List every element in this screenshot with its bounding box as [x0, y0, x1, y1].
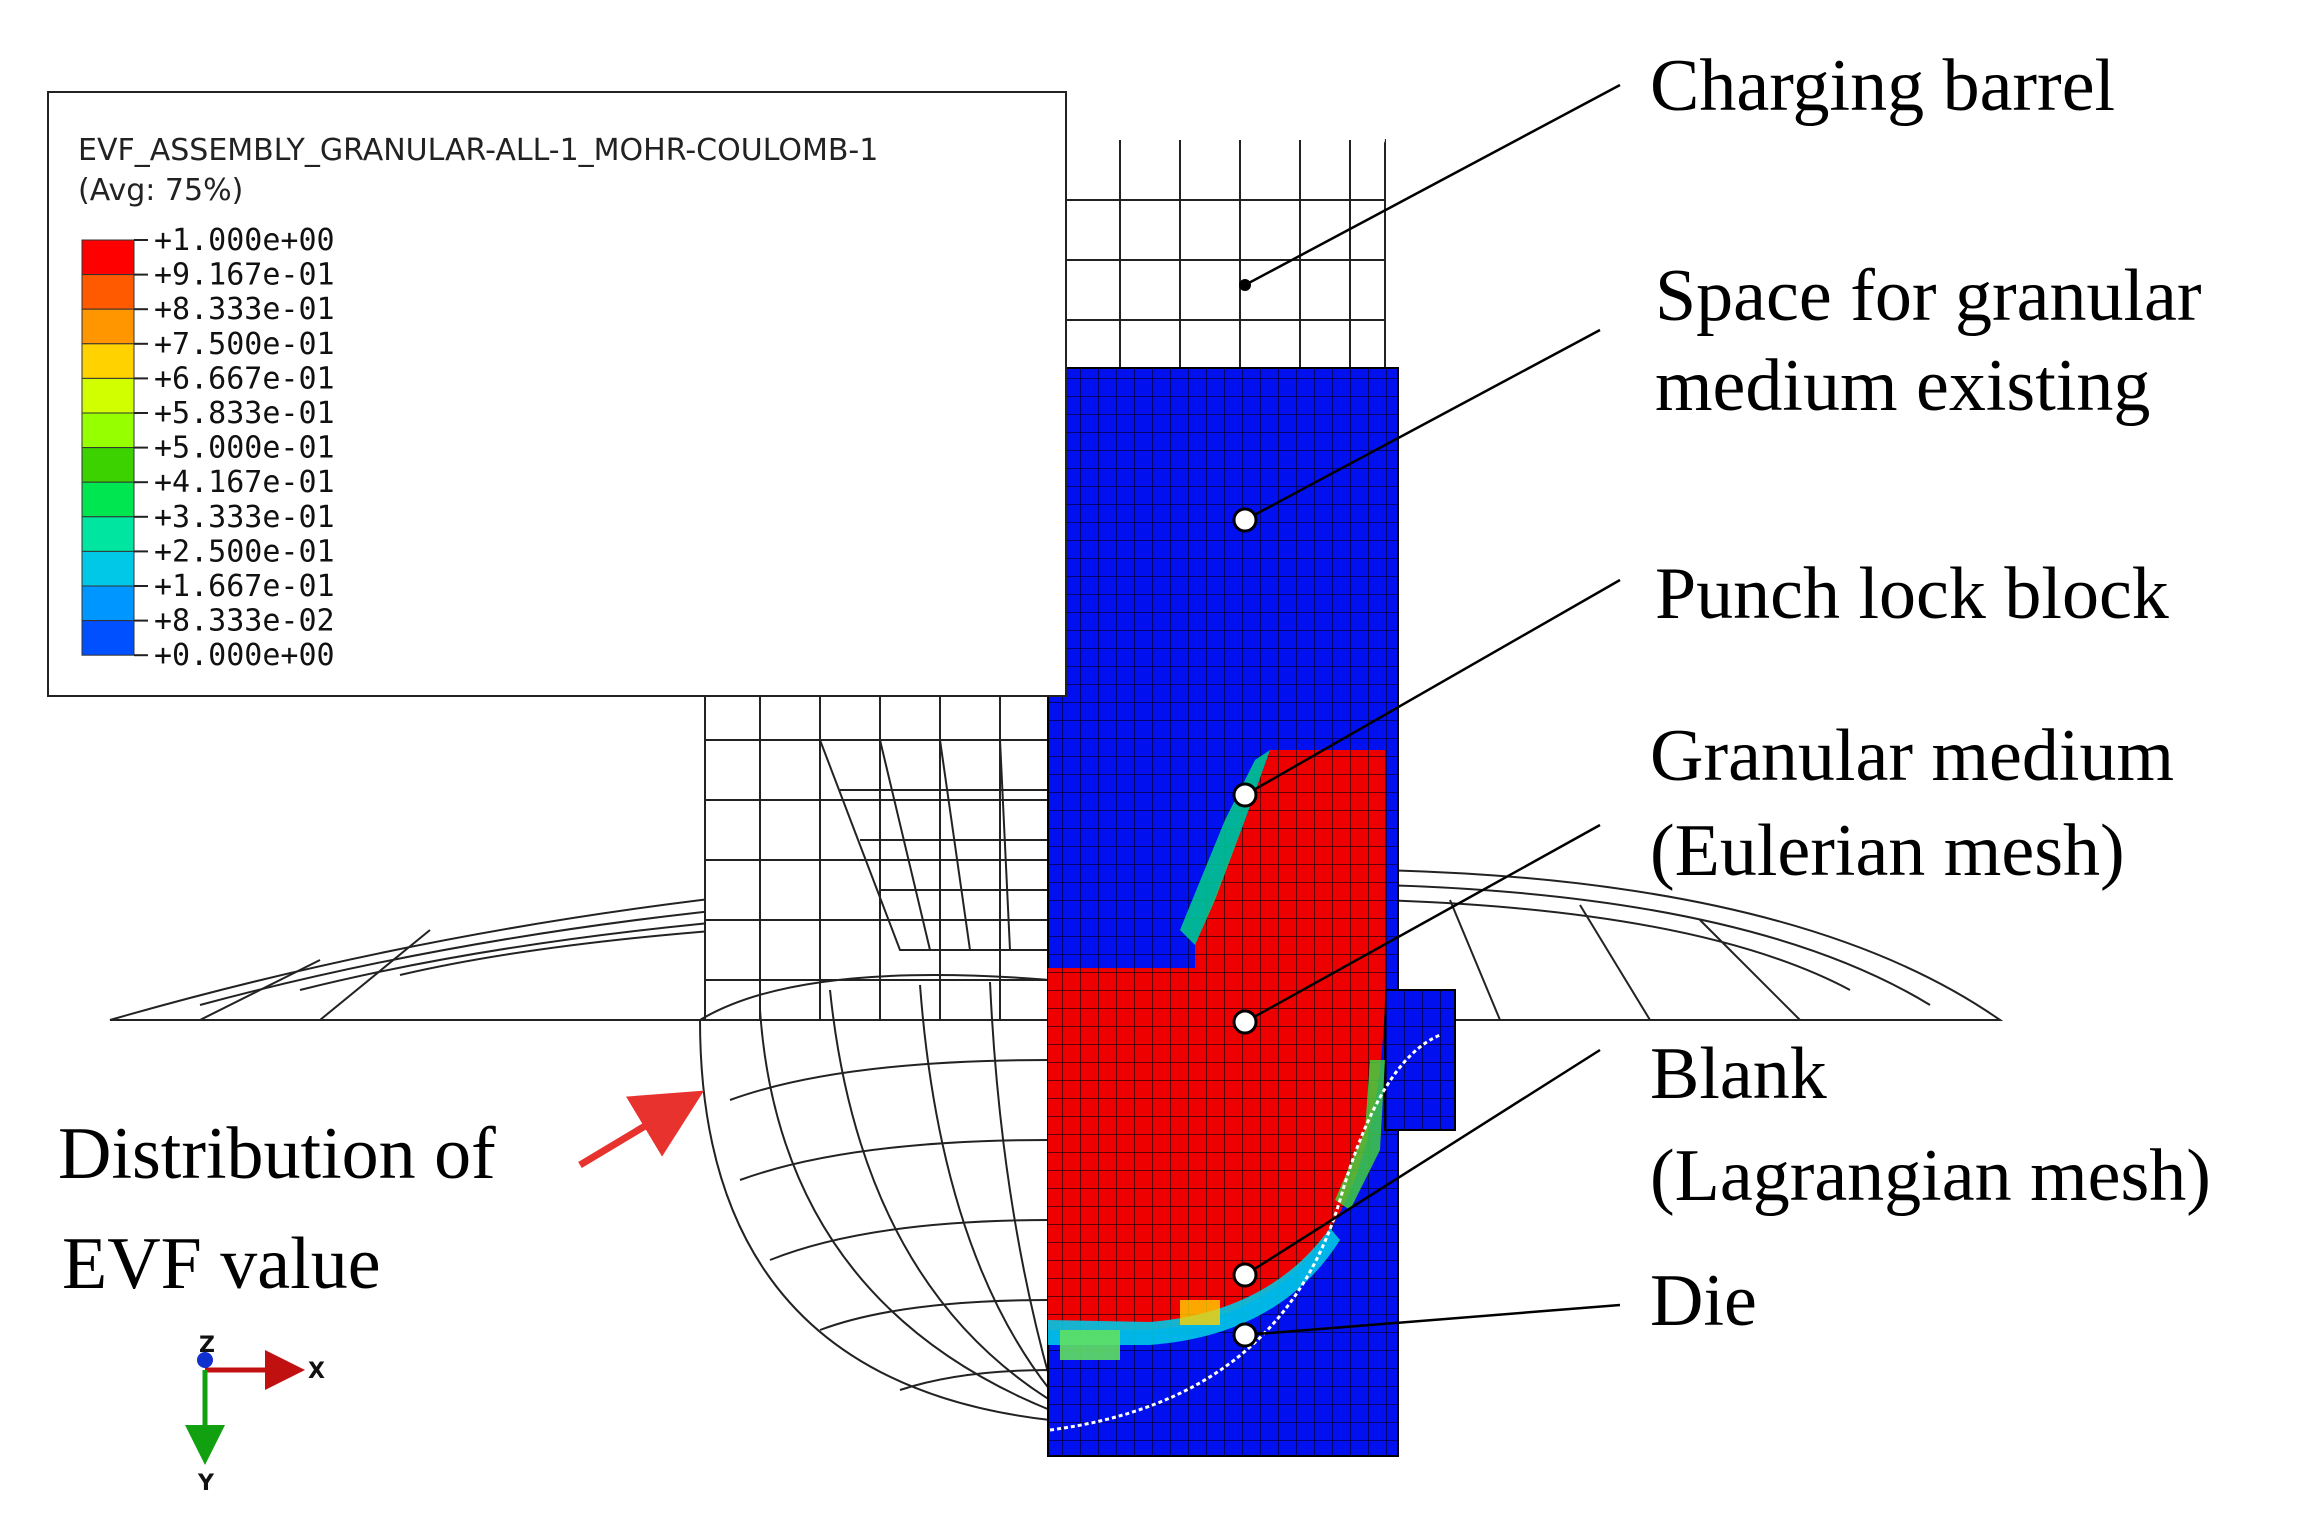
leader-charging-barrel	[1244, 83, 1621, 287]
legend-value: +8.333e-02	[154, 604, 335, 639]
label-punch-lock-block: Punch lock block	[1655, 553, 2169, 635]
legend-value: +9.167e-01	[154, 258, 335, 293]
legend-value: +4.167e-01	[154, 465, 335, 500]
distribution-arrow	[578, 1090, 705, 1169]
legend-value: +2.500e-01	[154, 534, 335, 569]
legend-swatch	[81, 481, 135, 518]
label-granular-line2: (Eulerian mesh)	[1650, 810, 2125, 892]
label-space-line2: medium existing	[1655, 345, 2150, 427]
label-distribution-line2: EVF value	[62, 1223, 381, 1305]
leader-punch-lock	[1244, 578, 1621, 797]
legend-swatch	[81, 239, 135, 276]
legend-value: +1.000e+00	[154, 223, 335, 258]
z-axis-label: Z	[199, 1333, 215, 1358]
legend-subtitle: (Avg: 75%)	[78, 173, 243, 208]
legend-value-list: +1.000e+00+9.167e-01+8.333e-01+7.500e-01…	[134, 223, 335, 673]
legend-swatch	[81, 343, 135, 379]
y-axis-label: Y	[197, 1471, 215, 1496]
callout-leaders	[1244, 83, 1621, 1337]
legend-value: +0.000e+00	[154, 638, 335, 673]
legend-swatch	[81, 585, 135, 622]
legend-swatch	[81, 447, 135, 483]
callout-dots	[1232, 279, 1258, 1348]
z-axis-dot	[197, 1352, 213, 1368]
legend-swatch	[81, 550, 135, 587]
blank-cup-mesh	[698, 974, 1051, 1422]
label-blank-line1: Blank	[1650, 1033, 1827, 1115]
punch-lock-block-mesh	[818, 739, 1051, 951]
legend-value: +5.833e-01	[154, 396, 335, 431]
legend-swatch	[81, 377, 135, 414]
legend-box	[47, 91, 1067, 697]
legend-colorbar	[81, 239, 135, 656]
legend-swatch	[81, 308, 135, 345]
label-distribution-line1: Distribution of	[58, 1113, 496, 1195]
legend-swatch	[81, 274, 135, 310]
x-axis-label: X	[308, 1359, 325, 1384]
leader-blank	[1244, 1048, 1601, 1277]
axis-triad: X Y Z	[185, 1333, 325, 1496]
label-space-line1: Space for granular	[1655, 255, 2202, 337]
legend-title: EVF_ASSEMBLY_GRANULAR-ALL-1_MOHR-COULOMB…	[78, 133, 878, 168]
legend-swatch	[81, 412, 135, 449]
legend-value: +5.000e-01	[154, 431, 335, 466]
label-granular-line1: Granular medium	[1650, 715, 2174, 797]
leader-granular	[1244, 823, 1601, 1024]
legend: EVF_ASSEMBLY_GRANULAR-ALL-1_MOHR-COULOMB…	[47, 91, 1067, 697]
granular-medium-region	[1048, 750, 1385, 1330]
legend-value: +3.333e-01	[154, 500, 335, 535]
leader-space	[1244, 328, 1601, 522]
legend-value: +6.667e-01	[154, 361, 335, 396]
die-profile-curve	[1049, 1033, 1441, 1432]
label-blank-line2: (Lagrangian mesh)	[1650, 1135, 2211, 1217]
legend-swatch	[81, 516, 135, 552]
label-die: Die	[1650, 1260, 1757, 1342]
legend-swatch	[81, 620, 135, 656]
legend-value: +7.500e-01	[154, 327, 335, 362]
legend-value: +1.667e-01	[154, 569, 335, 604]
leader-die	[1244, 1303, 1621, 1337]
eulerian-die-notch	[1384, 989, 1456, 1131]
legend-value: +8.333e-01	[154, 292, 335, 327]
label-charging-barrel: Charging barrel	[1650, 45, 2115, 127]
